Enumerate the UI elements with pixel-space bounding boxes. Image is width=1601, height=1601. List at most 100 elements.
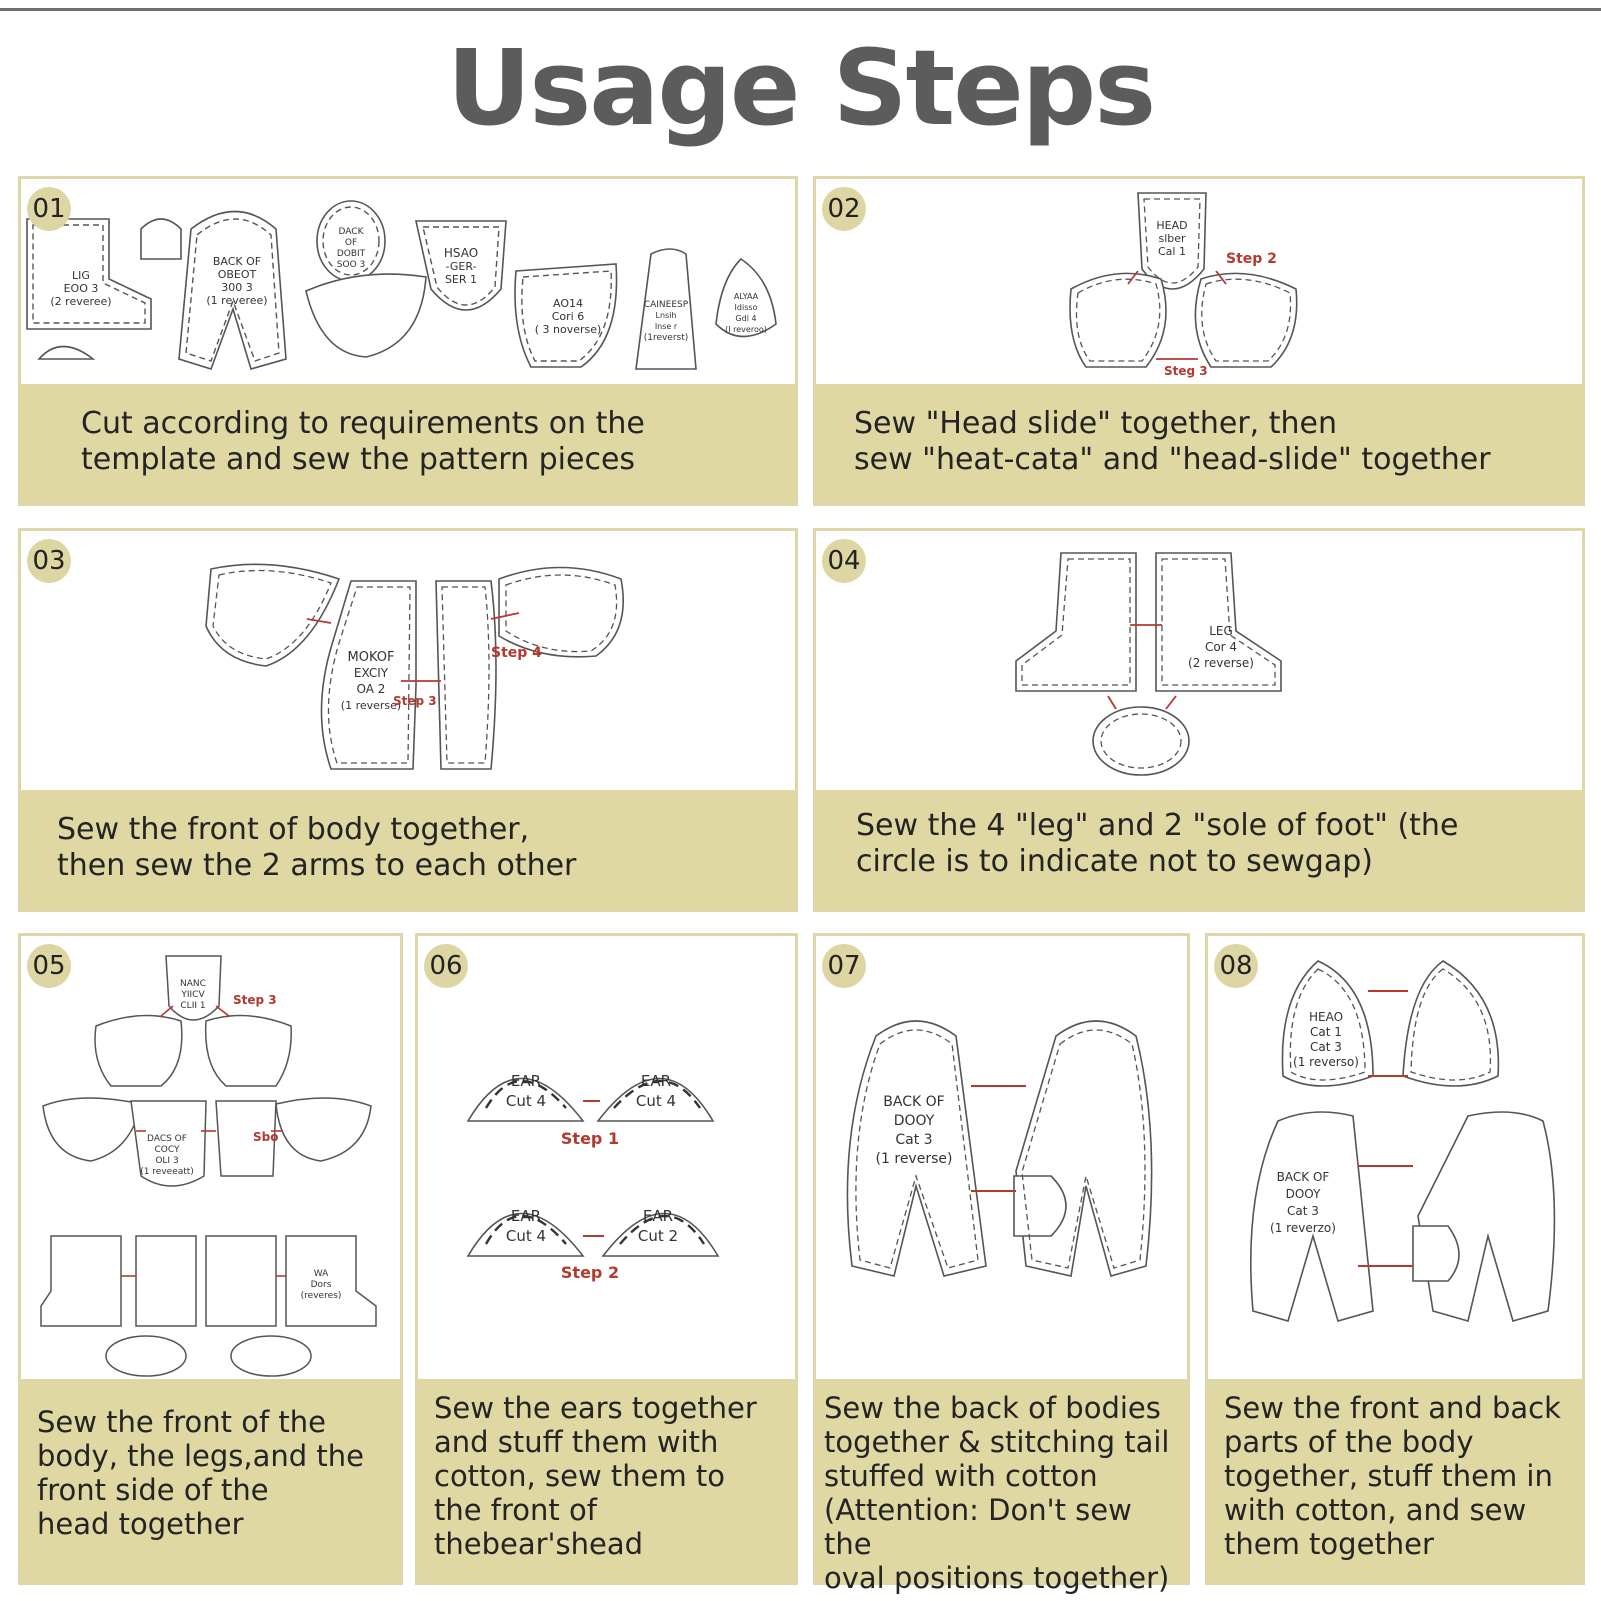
svg-text:WA: WA: [314, 1269, 329, 1279]
svg-text:DACS OF: DACS OF: [147, 1134, 187, 1144]
svg-text:Gdl 4: Gdl 4: [735, 314, 756, 323]
svg-text:EXCIY: EXCIY: [354, 666, 389, 680]
step-card-01: 01 LIG: [18, 176, 798, 506]
ears-illustration: EAR Cut 4 EAR Cut 4 EAR Cut 4 EAR Cut 2 …: [466, 1072, 720, 1282]
step-2-label: Step 2: [1226, 251, 1277, 267]
step-caption-text: Sew the front of body together, then sew…: [57, 812, 577, 883]
svg-text:Lnsih: Lnsih: [656, 311, 677, 320]
svg-text:Cut 2: Cut 2: [638, 1227, 678, 1245]
step-card-05: 05 NANC YIICV CLII 1 D: [18, 933, 403, 1585]
step-card-07: 07 BACK OF DOOY Cat 3 (1 reverse): [813, 933, 1190, 1595]
svg-text:Cat 3: Cat 3: [1287, 1204, 1319, 1218]
svg-text:Step 3: Step 3: [393, 694, 437, 708]
step-caption: Sew the 4 "leg" and 2 "sole of foot" (th…: [816, 790, 1582, 909]
svg-text:EOO 3: EOO 3: [64, 282, 99, 295]
step-caption: Sew the front and back parts of the body…: [1208, 1379, 1582, 1582]
svg-text:BACK OF: BACK OF: [1277, 1170, 1330, 1184]
svg-text:(I reveroo): (I reveroo): [725, 325, 767, 334]
step-caption: Cut according to requirements on the tem…: [21, 384, 795, 503]
step-number-badge: 03: [27, 539, 71, 583]
svg-text:BACK OF: BACK OF: [883, 1094, 944, 1110]
svg-text:Cal 1: Cal 1: [1158, 245, 1186, 258]
piece-label-leg: LIG: [72, 269, 90, 282]
step-card-02: 02 HEAD slber Cal 1: [813, 176, 1585, 506]
step-caption: Sew the ears together and stuff them wit…: [418, 1379, 795, 1582]
svg-text:Dors: Dors: [311, 1280, 332, 1290]
step-illustration: EAR Cut 4 EAR Cut 4 EAR Cut 4 EAR Cut 2 …: [418, 936, 795, 1379]
svg-text:Cor 4: Cor 4: [1205, 640, 1237, 654]
step-caption-text: Sew "Head slide" together, then sew "hea…: [854, 406, 1491, 477]
svg-text:(1 reverse): (1 reverse): [876, 1151, 953, 1167]
svg-text:Step 3: Step 3: [233, 993, 277, 1007]
step-card-04: 04 LEG Cor 4 (2 reverse): [813, 528, 1585, 912]
step-caption-text: Sew the ears together and stuff them wit…: [434, 1391, 757, 1561]
step-card-03: 03 MOKOF EXCIY OA 2 (1 reverse): [18, 528, 798, 912]
svg-text:Cat 3: Cat 3: [1310, 1040, 1342, 1054]
step-caption-text: Cut according to requirements on the tem…: [81, 406, 645, 477]
svg-text:Sbo: Sbo: [253, 1130, 278, 1144]
svg-text:-GER-: -GER-: [445, 260, 476, 273]
step-illustration: LEG Cor 4 (2 reverse): [816, 531, 1582, 793]
svg-text:Cut 4: Cut 4: [506, 1092, 546, 1110]
step-illustration: LIG EOO 3 (2 reveree) BACK OF OBEOT 300 …: [21, 179, 795, 387]
svg-text:Step 2: Step 2: [561, 1263, 619, 1282]
svg-text:MOKOF: MOKOF: [348, 650, 395, 665]
step-card-08: 08 HEAO Cat 1 Cat 3 (1 reverso) BACK OF …: [1205, 933, 1585, 1585]
pattern-pieces-illustration: LIG EOO 3 (2 reveree) BACK OF OBEOT 300 …: [26, 200, 777, 370]
svg-text:Cut 4: Cut 4: [636, 1092, 676, 1110]
step-3-label: Steg 3: [1164, 364, 1208, 378]
svg-text:Step 1: Step 1: [561, 1129, 619, 1148]
svg-text:AO14: AO14: [553, 297, 583, 310]
svg-text:Cat 3: Cat 3: [895, 1132, 932, 1148]
step-caption-text: Sew the front and back parts of the body…: [1224, 1391, 1561, 1561]
svg-text:Cat 1: Cat 1: [1310, 1025, 1342, 1039]
svg-text:OLI 3: OLI 3: [155, 1156, 178, 1166]
head-pieces-illustration: HEAD slber Cal 1 Step 2 Steg 3: [1069, 192, 1298, 378]
svg-text:DOBIT: DOBIT: [337, 249, 366, 259]
svg-text:(1 reveree): (1 reveree): [206, 294, 267, 307]
svg-text:SER 1: SER 1: [445, 273, 477, 286]
body-arms-illustration: MOKOF EXCIY OA 2 (1 reverse) Step 4 Step…: [205, 563, 624, 770]
step-number-badge: 08: [1214, 944, 1258, 988]
svg-text:DOOY: DOOY: [894, 1113, 935, 1129]
svg-text:COCY: COCY: [155, 1145, 180, 1155]
svg-text:EAR: EAR: [511, 1207, 541, 1225]
svg-text:SOO 3: SOO 3: [337, 260, 365, 270]
back-body-illustration: BACK OF DOOY Cat 3 (1 reverse): [846, 1020, 1153, 1277]
step-illustration: HEAO Cat 1 Cat 3 (1 reverso) BACK OF DOO…: [1208, 936, 1582, 1379]
svg-text:DACK: DACK: [339, 227, 365, 237]
step-number-badge: 06: [424, 944, 468, 988]
step-number-badge: 07: [822, 944, 866, 988]
svg-text:Cori 6: Cori 6: [552, 310, 584, 323]
svg-text:( 3 noverse): ( 3 noverse): [535, 323, 602, 336]
svg-text:(1 reveeatt): (1 reveeatt): [140, 1167, 194, 1177]
svg-text:HEAD: HEAD: [1156, 219, 1187, 232]
svg-text:NANC: NANC: [180, 979, 206, 989]
step-caption: Sew the front of body together, then sew…: [21, 790, 795, 909]
svg-text:slber: slber: [1158, 232, 1186, 245]
svg-text:LEG: LEG: [1209, 624, 1233, 638]
step-number-badge: 04: [822, 539, 866, 583]
svg-text:(1 reverso): (1 reverso): [1293, 1055, 1359, 1069]
step-caption-text: Sew the 4 "leg" and 2 "sole of foot" (th…: [856, 808, 1459, 879]
step-illustration: NANC YIICV CLII 1 DACS OF COCY OLI 3 (1 …: [21, 936, 400, 1379]
svg-text:(2 reveree): (2 reveree): [50, 295, 111, 308]
svg-text:(reveres): (reveres): [301, 1291, 342, 1301]
svg-text:(1reverst): (1reverst): [644, 333, 689, 343]
svg-text:HSAO: HSAO: [444, 246, 478, 260]
svg-text:EAR: EAR: [643, 1207, 673, 1225]
step-caption-text: Sew the front of the body, the legs,and …: [37, 1405, 364, 1541]
svg-text:OBEOT: OBEOT: [218, 268, 257, 281]
svg-text:(2 reverse): (2 reverse): [1188, 656, 1254, 670]
svg-text:YIICV: YIICV: [180, 990, 205, 1000]
front-body-assembly-illustration: NANC YIICV CLII 1 DACS OF COCY OLI 3 (1 …: [40, 955, 377, 1377]
step-number-badge: 02: [822, 187, 866, 231]
svg-text:BACK OF: BACK OF: [213, 255, 261, 268]
step-card-06: 06 EAR Cut 4 EAR Cut 4 EAR Cut 4: [415, 933, 798, 1585]
step-caption: Sew the front of the body, the legs,and …: [21, 1379, 400, 1582]
svg-text:HEAO: HEAO: [1309, 1010, 1343, 1024]
step-illustration: BACK OF DOOY Cat 3 (1 reverse): [816, 936, 1187, 1379]
svg-text:CLII 1: CLII 1: [180, 1001, 205, 1011]
svg-text:Cut 4: Cut 4: [506, 1227, 546, 1245]
step-caption-text: Sew the back of bodies together & stitch…: [824, 1391, 1170, 1595]
